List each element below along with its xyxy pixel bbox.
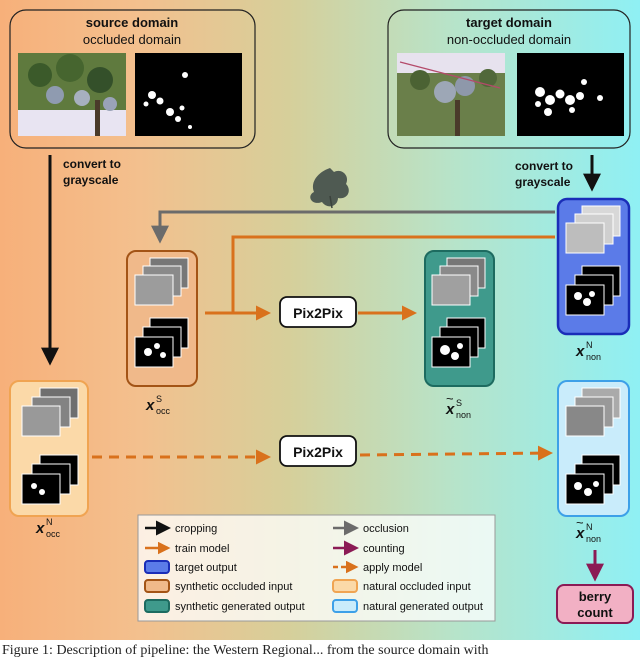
target-rgb-photo (397, 53, 505, 136)
source-domain-box: source domain occluded domain (9, 9, 256, 149)
source-domain-subtitle: occluded domain (83, 32, 181, 47)
svg-text:non: non (586, 352, 601, 362)
occlusion-arrow (151, 210, 555, 244)
convert-label-left-line1: convert to (63, 157, 121, 171)
svg-text:non: non (586, 534, 601, 544)
svg-text:~: ~ (576, 515, 584, 530)
leaf-icon (310, 168, 349, 209)
target-domain-title: target domain (466, 15, 552, 30)
legend-synthetic-occluded-input-swatch (144, 579, 170, 593)
legend-natural-occluded-input-label: natural occluded input (363, 581, 471, 593)
figure-caption: Figure 1: Description of pipeline: the W… (2, 643, 489, 658)
legend-apply-model-label: apply model (363, 562, 422, 574)
svg-text:S: S (456, 398, 462, 408)
legend-natural-generated-output-label: natural generated output (363, 601, 483, 613)
target-domain-box: target domain non-occluded domain (387, 9, 631, 149)
legend-synthetic-generated-output-swatch (144, 599, 170, 613)
legend-cropping-label: cropping (175, 523, 217, 535)
svg-text:x: x (145, 397, 155, 414)
legend-synthetic-occluded-input-label: synthetic occluded input (175, 581, 292, 593)
pix2pix-apply-box: Pix2Pix (279, 435, 357, 467)
source-domain-title: source domain (86, 15, 179, 30)
pipeline-diagram: source domain occluded domain target d (9, 9, 634, 624)
legend-natural-generated-output-swatch (332, 599, 358, 613)
target-berry-mask (517, 53, 624, 136)
convert-label-right-line1: convert to (515, 159, 573, 173)
train-model-arrow-target-feed (231, 235, 555, 313)
legend: cropping occlusion train model counting … (137, 514, 496, 622)
svg-text:x: x (575, 525, 585, 542)
label-x-tilde-non-s: ~ x S non (445, 391, 471, 420)
legend-counting-label: counting (363, 543, 405, 555)
target-domain-border (387, 9, 631, 149)
label-x-occ-n: x N occ (35, 517, 61, 539)
legend-frame (137, 514, 496, 622)
svg-text:S: S (156, 394, 162, 404)
svg-text:N: N (586, 522, 593, 532)
natural-occluded-input-stack (9, 380, 89, 517)
source-berry-mask (135, 53, 242, 136)
target-output-stack (556, 197, 631, 336)
legend-train-model-label: train model (175, 543, 229, 555)
label-x-tilde-non-n: ~ x N non (575, 515, 601, 544)
label-x-occ-s: x S occ (145, 394, 171, 416)
convert-label-left-line2: grayscale (63, 173, 119, 187)
svg-text:N: N (586, 340, 593, 350)
source-domain-border (9, 9, 256, 149)
svg-text:x: x (35, 520, 45, 537)
svg-text:occ: occ (156, 406, 171, 416)
svg-text:occ: occ (46, 529, 61, 539)
natural-generated-output-stack (557, 380, 630, 517)
legend-target-output-label: target output (175, 562, 237, 574)
legend-natural-occluded-input-swatch (332, 579, 358, 593)
svg-text:x: x (445, 401, 455, 418)
legend-synthetic-generated-output-label: synthetic generated output (175, 601, 305, 613)
svg-text:~: ~ (446, 391, 454, 406)
apply-model-arrow-out-pix2pix (359, 445, 553, 461)
target-domain-subtitle: non-occluded domain (447, 32, 571, 47)
convert-label-right-line2: grayscale (515, 175, 571, 189)
berry-count-line2: count (577, 605, 613, 620)
svg-text:x: x (575, 343, 585, 360)
synthetic-occluded-input-stack (126, 250, 198, 387)
label-x-non-n: x N non (575, 340, 601, 362)
legend-target-output-swatch (144, 560, 170, 574)
berry-count-box: berry count (556, 584, 634, 624)
pix2pix-apply-label: Pix2Pix (293, 444, 343, 460)
svg-text:non: non (456, 410, 471, 420)
svg-text:N: N (46, 517, 53, 527)
legend-occlusion-label: occlusion (363, 523, 409, 535)
pix2pix-train-label: Pix2Pix (293, 305, 343, 321)
pix2pix-train-box: Pix2Pix (279, 296, 357, 328)
source-rgb-photo (18, 53, 126, 136)
synthetic-generated-output-stack (424, 250, 495, 387)
berry-count-line1: berry (579, 589, 612, 604)
